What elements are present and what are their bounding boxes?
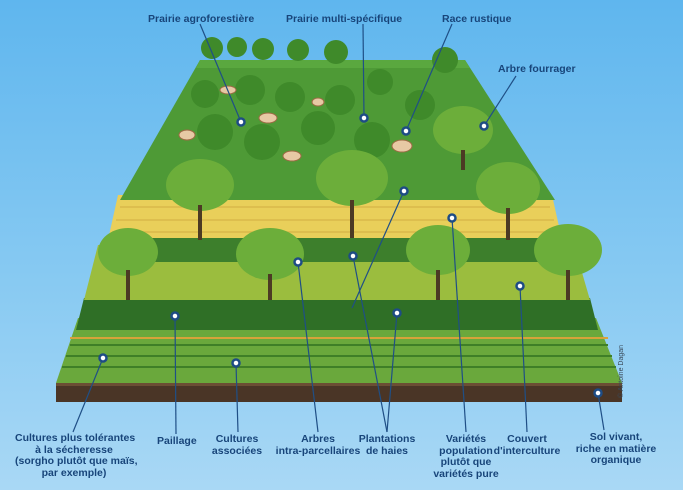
label-race-rustique: Race rustique xyxy=(442,13,512,25)
trees xyxy=(98,37,602,300)
soil-layer xyxy=(56,383,622,402)
label-line: associées xyxy=(211,444,263,457)
label-prairie-agroforestiere: Prairie agroforestière xyxy=(148,13,255,25)
label-cultures-associees: Cultures associées xyxy=(210,433,264,457)
label-arbres-intraparcellaires: Arbres intra-parcellaires xyxy=(273,433,363,457)
label-paillage: Paillage xyxy=(157,435,197,447)
hedge-band-middle xyxy=(110,238,560,262)
label-varietes-population: Variétés population plutôt que variétés … xyxy=(426,433,506,480)
markers xyxy=(98,113,603,398)
label-line: Cultures xyxy=(215,433,259,445)
label-line: organique xyxy=(590,454,642,466)
leader-lines xyxy=(72,23,605,435)
label-plantations-haies: Plantations de haies xyxy=(357,433,417,457)
landscape xyxy=(56,60,622,402)
label-line: de haies xyxy=(365,444,409,457)
label-line: Arbres xyxy=(301,433,335,445)
label-line: variétés pure xyxy=(433,467,499,480)
label-line: d'interculture xyxy=(493,444,561,457)
label-line: par exemple) xyxy=(41,466,107,479)
label-sol-vivant: Sol vivant, riche en matière organique xyxy=(567,431,665,467)
label-arbre-fourrager: Arbre fourrager xyxy=(498,63,576,75)
label-cultures-tolerantes: Cultures plus tolérantes à la sécheresse… xyxy=(15,432,138,479)
label-line: intra-parcellaires xyxy=(275,444,361,457)
label-line: population xyxy=(439,444,493,457)
label-line: Variétés xyxy=(445,433,487,445)
label-line: Sol vivant, xyxy=(589,431,643,443)
label-couvert-interculture: Couvert d'interculture xyxy=(492,433,562,457)
label-line: Cultures plus tolérantes xyxy=(15,432,136,444)
hedge-band xyxy=(76,298,598,330)
label-line: Plantations xyxy=(358,433,416,445)
label-line: Couvert xyxy=(507,433,547,445)
label-line: plutôt que xyxy=(440,456,492,468)
label-line: à la sécheresse xyxy=(35,443,113,456)
meadow-top xyxy=(120,60,555,200)
label-prairie-multispecifique: Prairie multi-spécifique xyxy=(286,13,403,25)
label-line: riche en matière xyxy=(575,442,657,455)
label-line: (sorgho plutôt que maïs, xyxy=(15,455,138,467)
image-credit: © Antoine Dagan xyxy=(618,344,625,398)
